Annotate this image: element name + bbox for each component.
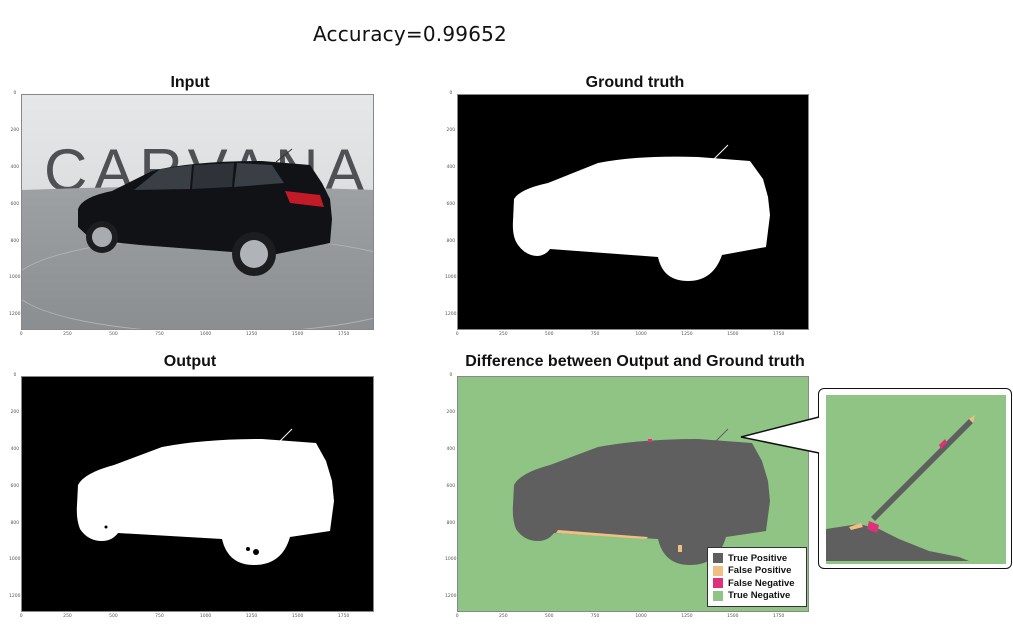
y-tick-label: 800 — [10, 520, 20, 526]
y-tick-label: 1200 — [9, 594, 21, 600]
x-tick-label: 250 — [63, 332, 72, 337]
legend-swatch-true-positive — [713, 553, 723, 564]
output-panel-title: Output — [163, 353, 217, 370]
zoom-callout — [818, 388, 1012, 569]
x-tick-label: 250 — [498, 332, 508, 337]
x-tick-label: 0 — [455, 614, 459, 619]
y-tick-label: 200 — [10, 409, 20, 415]
legend-label: False Negative — [728, 577, 795, 589]
x-tick-label: 0 — [455, 332, 459, 337]
x-tick-label: 1000 — [635, 614, 647, 619]
ground-truth-panel — [457, 94, 809, 330]
x-tick-label: 500 — [109, 332, 118, 337]
x-tick-label: 750 — [590, 614, 600, 619]
input-image-panel: CARVANA 0 — [21, 94, 374, 330]
y-tick-label: 600 — [10, 201, 20, 207]
difference-panel-title: Difference between Output and Ground tru… — [465, 353, 805, 370]
x-tick-label: 500 — [544, 614, 554, 619]
y-tick-label: 800 — [446, 238, 456, 244]
x-tick-label: 0 — [19, 614, 23, 619]
y-tick-label: 0 — [449, 91, 453, 96]
x-tick-label: 1000 — [199, 614, 212, 619]
y-tick-label: 200 — [446, 127, 456, 133]
accuracy-title: Accuracy=0.99652 — [313, 22, 507, 46]
x-tick-label: 1500 — [291, 332, 304, 337]
y-tick-label: 200 — [446, 409, 456, 415]
legend-swatch-false-positive — [713, 565, 723, 576]
legend-item: False Negative — [713, 577, 801, 590]
x-tick-label: 1750 — [772, 614, 785, 619]
legend-item: True Negative — [713, 590, 801, 603]
y-tick-label: 400 — [446, 446, 456, 452]
ground-truth-panel-title: Ground truth — [585, 74, 685, 91]
legend-swatch-false-negative — [713, 578, 723, 589]
x-tick-label: 250 — [63, 614, 72, 619]
input-panel-title: Input — [170, 74, 210, 91]
x-tick-label: 1500 — [727, 332, 739, 337]
x-tick-label: 1500 — [291, 614, 304, 619]
y-tick-label: 1000 — [9, 557, 21, 563]
legend-item: True Positive — [713, 552, 801, 565]
x-tick-label: 750 — [155, 614, 164, 619]
output-panel — [21, 376, 374, 612]
y-tick-label: 800 — [10, 238, 20, 244]
x-tick-label: 750 — [155, 332, 164, 337]
x-tick-label: 1000 — [199, 332, 212, 337]
x-tick-label: 500 — [544, 332, 554, 337]
y-tick-label: 400 — [446, 164, 456, 170]
y-tick-label: 0 — [13, 373, 17, 378]
x-tick-label: 0 — [19, 332, 23, 337]
y-tick-label: 0 — [13, 91, 17, 96]
legend-label: False Positive — [728, 565, 792, 577]
x-tick-label: 1250 — [681, 614, 693, 619]
zoom-pointer — [740, 416, 820, 454]
y-tick-label: 200 — [10, 127, 20, 133]
y-tick-label: 1000 — [445, 275, 457, 281]
zoom-inset — [826, 395, 1006, 564]
x-tick-label: 1000 — [635, 332, 647, 337]
difference-mask — [458, 377, 808, 611]
x-tick-label: 1750 — [337, 332, 350, 337]
y-tick-label: 1200 — [9, 312, 21, 318]
y-tick-label: 800 — [446, 520, 456, 526]
x-tick-label: 500 — [109, 614, 118, 619]
y-tick-label: 1200 — [445, 594, 457, 600]
ground-truth-mask — [458, 95, 808, 329]
legend-label: True Positive — [728, 552, 788, 564]
x-tick-label: 750 — [590, 332, 600, 337]
y-tick-label: 0 — [449, 373, 453, 378]
x-tick-label: 1750 — [772, 332, 785, 337]
y-tick-label: 600 — [446, 483, 456, 489]
y-tick-label: 400 — [10, 446, 20, 452]
y-tick-label: 600 — [446, 201, 456, 207]
y-tick-label: 1000 — [445, 557, 457, 563]
x-tick-label: 1500 — [727, 614, 739, 619]
legend-label: True Negative — [728, 590, 791, 602]
x-tick-label: 1250 — [681, 332, 693, 337]
y-tick-label: 1200 — [445, 312, 457, 318]
x-tick-label: 1250 — [245, 614, 258, 619]
y-tick-label: 1000 — [9, 275, 21, 281]
y-tick-label: 600 — [10, 483, 20, 489]
output-mask — [22, 377, 373, 611]
legend: True Positive False Positive False Negat… — [707, 547, 807, 607]
x-tick-label: 1250 — [245, 332, 258, 337]
legend-swatch-true-negative — [713, 590, 723, 601]
input-car-photo: CARVANA — [22, 95, 373, 329]
x-tick-label: 1750 — [337, 614, 350, 619]
y-tick-label: 400 — [10, 164, 20, 170]
x-tick-label: 250 — [498, 614, 508, 619]
legend-item: False Positive — [713, 565, 801, 578]
